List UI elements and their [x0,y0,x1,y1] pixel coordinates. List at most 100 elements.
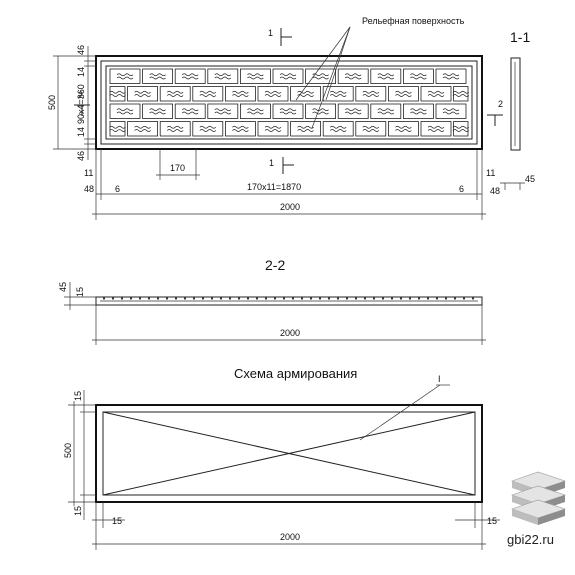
relief-dot [156,297,160,300]
brick [387,121,419,137]
relief-dot [201,297,205,300]
watermark-site: gbi22.ru [507,532,554,547]
relief-dot [363,297,367,300]
brick [174,68,206,84]
section-1-1-label: 1-1 [510,29,530,45]
brick-relief-pattern [109,68,470,137]
brick [142,68,174,84]
brick-relief-wave [442,108,460,115]
brick-relief-wave [134,90,151,97]
reinforcement-leader-label: I [438,374,441,384]
section-45-text: 45 [525,174,535,184]
pitch-total-text: 170x11=1870 [247,182,301,192]
brick [420,86,452,102]
brick-relief-wave [329,125,347,132]
brick [272,68,304,84]
relief-dot [471,297,475,300]
relief-dot [174,297,178,300]
side-middle-text: 90x4=360 [76,84,86,124]
brick-relief-wave [344,73,362,80]
brick [224,121,256,137]
relief-dot [273,297,277,300]
right-6-text: 6 [459,184,464,194]
brick-relief-wave [232,90,249,97]
cut-mark-2-left: 2 [78,90,83,100]
reinforcement-outline [95,404,483,503]
relief-dot [381,297,385,300]
brick-relief-wave [116,73,134,80]
brick-relief-wave [247,73,264,80]
brick [159,86,191,102]
relief-dot [210,297,214,300]
reinf-15-bottom-text: 15 [73,506,83,516]
relief-dot [138,297,142,300]
brick-relief-wave [442,73,460,80]
relief-dot [237,297,241,300]
reinf-15-top-text: 15 [73,391,83,401]
brick-relief-wave [362,90,380,97]
brick-relief-wave [149,108,166,115]
relief-dot [300,297,304,300]
brick [290,121,322,137]
brick [402,103,434,119]
brick [355,86,387,102]
brick [322,121,354,137]
section-2-2-45-text: 45 [58,282,68,292]
section-2-2-15-text: 15 [75,287,85,297]
side-14-top-text: 14 [76,67,86,77]
relief-dot [309,297,313,300]
panel-border-inner [105,65,473,140]
brick [435,103,467,119]
relief-dot [408,297,412,300]
brick [420,121,452,137]
relief-dot [219,297,223,300]
brick-relief-wave [427,90,445,97]
relief-dot [399,297,403,300]
relief-dot [336,297,340,300]
reinf-15-right-text: 15 [487,516,497,526]
reinforcement-title: Схема армирования [234,366,357,381]
brick-relief-wave [199,125,217,132]
pitch-170-text: 170 [170,163,185,173]
brick [370,103,402,119]
panel-border-outer [100,60,478,145]
relief-dot [147,297,151,300]
brick [453,86,469,102]
relief-dot [282,297,286,300]
relief-dot [453,297,457,300]
brick-relief-wave [410,108,427,115]
relief-dot [255,297,259,300]
brick-relief-wave [109,90,126,97]
brick [370,68,402,84]
relief-dot [372,297,376,300]
relief-dot [426,297,430,300]
left-6-text: 6 [115,184,120,194]
brick-relief-wave [116,108,134,115]
section-1-1-profile [510,57,521,151]
relief-dot [102,297,106,300]
brick-relief-wave [279,108,297,115]
brick-relief-wave [410,73,427,80]
relief-dot [264,297,268,300]
relief-leader-line [311,26,351,129]
relief-dot [345,297,349,300]
relief-dot [246,297,250,300]
relief-dot [417,297,421,300]
brick-relief-wave [312,108,329,115]
brick-relief-wave [297,125,314,132]
cut-mark-1-bottom: 1 [269,158,274,168]
brick-relief-wave [149,73,166,80]
brick [142,103,174,119]
relief-dot [228,297,232,300]
relief-dot [183,297,187,300]
brick [224,86,256,102]
brick-relief-wave [181,73,199,80]
panel-outline [95,55,483,150]
relief-leader-line [295,26,351,101]
brick [174,103,206,119]
side-46-top-text: 46 [76,45,86,55]
brick [159,121,191,137]
section-2-2-length-text: 2000 [280,328,300,338]
relief-dot [291,297,295,300]
